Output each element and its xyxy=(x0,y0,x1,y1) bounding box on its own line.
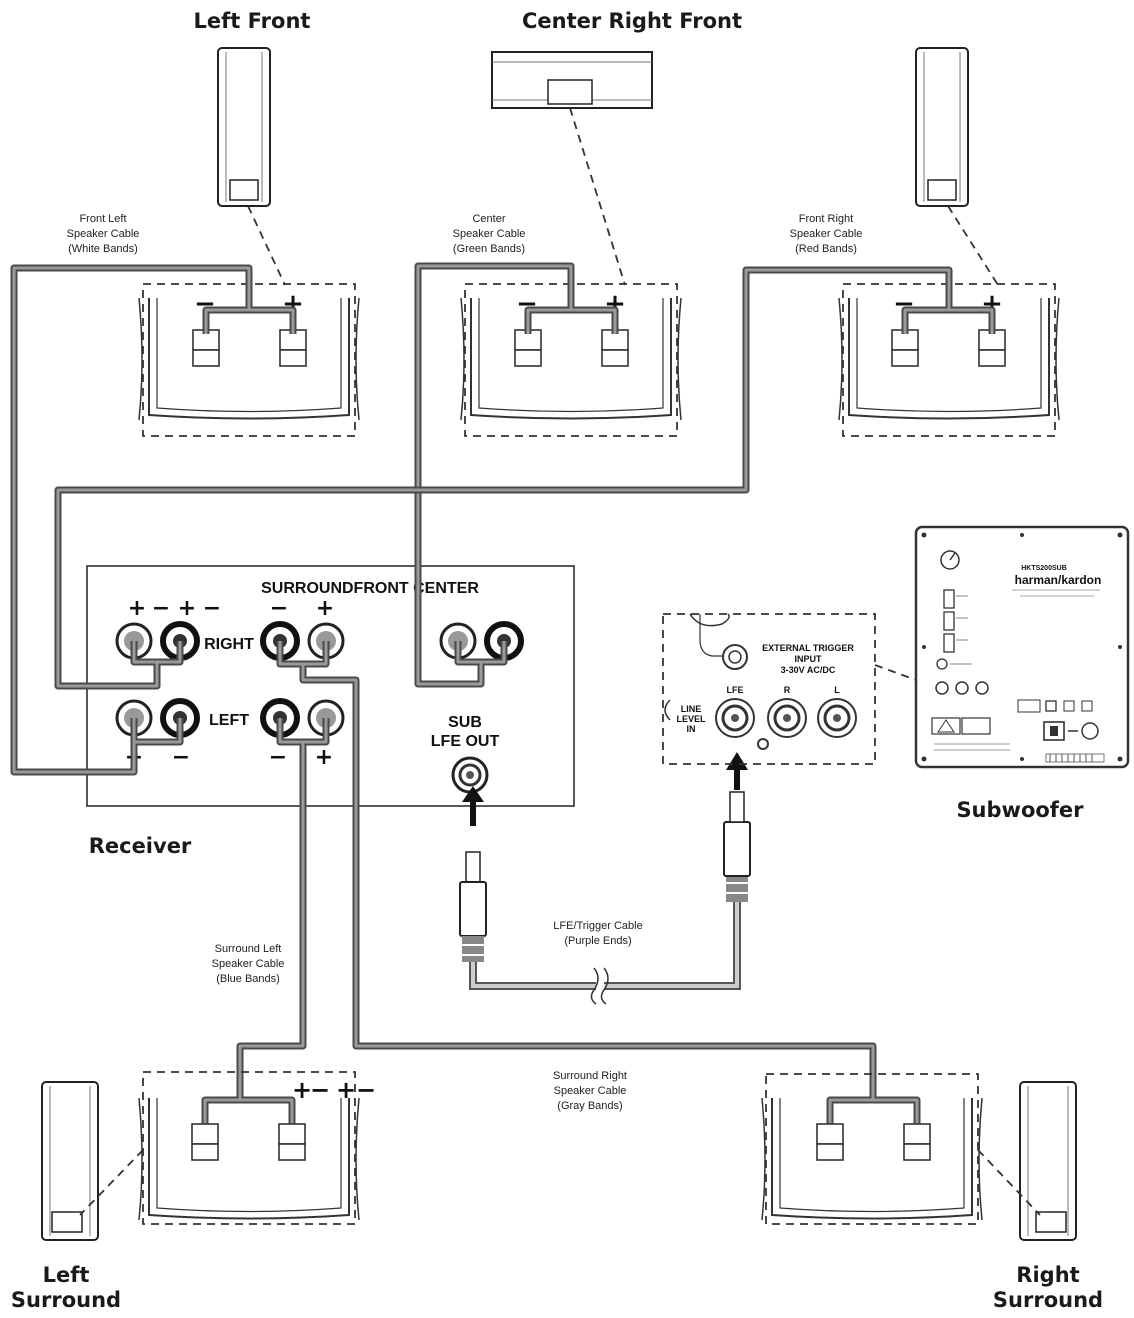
svg-text:LINE: LINE xyxy=(681,704,702,714)
receiver-panel: SURROUNDFRONT CENTER RIGHT LEFT SUB LFE … xyxy=(86,565,575,807)
center-cable-label: Center Speaker Cable (Green Bands) xyxy=(453,213,526,255)
left-surround-title-1: Left xyxy=(43,1263,90,1287)
front-right-cable xyxy=(54,266,996,690)
right-surround-title-1: Right xyxy=(1016,1263,1079,1287)
receiver-right-label: RIGHT xyxy=(204,636,254,653)
svg-text:(White Bands): (White Bands) xyxy=(68,243,138,255)
svg-text:+: + xyxy=(292,1076,312,1104)
receiver-title: Receiver xyxy=(89,834,192,858)
left-front-speaker xyxy=(217,47,271,207)
center-speaker xyxy=(491,51,653,109)
svg-text:Surround Right: Surround Right xyxy=(553,1070,627,1082)
svg-text:Front Right: Front Right xyxy=(799,213,853,225)
svg-text:EXTERNAL TRIGGER: EXTERNAL TRIGGER xyxy=(762,643,854,653)
receiver-header: SURROUNDFRONT CENTER xyxy=(261,580,479,597)
lfe-cable-label: LFE/Trigger Cable (Purple Ends) xyxy=(553,920,642,947)
center-right-front-title: Center Right Front xyxy=(522,9,742,33)
surround-left-cable-label: Surround Left Speaker Cable (Blue Bands) xyxy=(212,943,285,985)
svg-text:−: − xyxy=(152,596,170,621)
svg-text:(Green Bands): (Green Bands) xyxy=(453,243,525,255)
lfe-out-label: LFE OUT xyxy=(431,733,500,750)
center-cable xyxy=(414,262,619,688)
sub-brand: harman/kardon xyxy=(1015,573,1102,587)
front-left-cable-label: Front Left Speaker Cable (White Bands) xyxy=(67,213,140,255)
svg-text:+: + xyxy=(315,745,333,770)
receiver-left-label: LEFT xyxy=(209,712,249,729)
lfe-cable xyxy=(459,752,751,1005)
sub-label: SUB xyxy=(448,714,482,731)
surround-right-cable-label: Surround Right Speaker Cable (Gray Bands… xyxy=(553,1070,627,1112)
svg-text:+: + xyxy=(128,596,146,621)
sub-model: HKTS200SUB xyxy=(1021,565,1067,572)
sub-r-input-jack xyxy=(767,698,807,738)
right-surround-title-2: Surround xyxy=(993,1288,1103,1312)
left-front-title: Left Front xyxy=(194,9,311,33)
svg-text:LFE: LFE xyxy=(727,685,744,695)
svg-text:L: L xyxy=(834,685,840,695)
sub-lfe-out-jack xyxy=(451,756,489,794)
svg-text:+: + xyxy=(336,1076,356,1104)
svg-text:IN: IN xyxy=(687,724,696,734)
subwoofer-input-panel: EXTERNAL TRIGGER INPUT 3-30V AC/DC LINE … xyxy=(662,613,876,765)
right-surround-terminal-box xyxy=(761,1073,983,1225)
svg-text:LFE/Trigger Cable: LFE/Trigger Cable xyxy=(553,920,642,932)
sub-lfe-input-jack xyxy=(715,698,755,738)
left-surround-speaker xyxy=(41,1081,99,1241)
left-surround-terminal-box: + − + − xyxy=(138,1071,376,1225)
surround-right-cable xyxy=(276,641,921,1128)
front-right-cable-label: Front Right Speaker Cable (Red Bands) xyxy=(790,213,863,255)
svg-text:Surround Left: Surround Left xyxy=(215,943,282,955)
svg-text:3-30V AC/DC: 3-30V AC/DC xyxy=(781,665,836,675)
svg-text:−: − xyxy=(172,745,190,770)
svg-text:Speaker Cable: Speaker Cable xyxy=(554,1085,627,1097)
svg-text:(Gray Bands): (Gray Bands) xyxy=(557,1100,622,1112)
svg-text:+: + xyxy=(178,596,196,621)
svg-text:Speaker Cable: Speaker Cable xyxy=(453,228,526,240)
svg-text:−: − xyxy=(269,745,287,770)
svg-text:Speaker Cable: Speaker Cable xyxy=(67,228,140,240)
svg-text:Front Left: Front Left xyxy=(79,213,126,225)
svg-text:(Red Bands): (Red Bands) xyxy=(795,243,857,255)
svg-text:INPUT: INPUT xyxy=(795,654,823,664)
svg-text:(Blue Bands): (Blue Bands) xyxy=(216,973,280,985)
svg-text:(Purple Ends): (Purple Ends) xyxy=(564,935,631,947)
svg-text:Speaker Cable: Speaker Cable xyxy=(212,958,285,970)
subwoofer-rear-panel: HKTS200SUB harman/kardon xyxy=(914,525,1130,769)
svg-text:Center: Center xyxy=(472,213,505,225)
svg-text:Speaker Cable: Speaker Cable xyxy=(790,228,863,240)
surround-left-cable xyxy=(201,718,330,1128)
svg-text:−: − xyxy=(203,596,221,621)
svg-text:−: − xyxy=(356,1076,376,1104)
subwoofer-title: Subwoofer xyxy=(956,798,1084,822)
front-left-cable xyxy=(10,264,297,776)
svg-text:+: + xyxy=(316,596,334,621)
svg-text:−: − xyxy=(270,596,288,621)
right-front-speaker xyxy=(915,47,969,207)
right-surround-speaker xyxy=(1019,1081,1077,1241)
left-surround-title-2: Surround xyxy=(11,1288,121,1312)
svg-text:LEVEL: LEVEL xyxy=(676,714,706,724)
svg-text:R: R xyxy=(784,685,791,695)
sub-l-input-jack xyxy=(817,698,857,738)
svg-text:−: − xyxy=(310,1076,330,1104)
